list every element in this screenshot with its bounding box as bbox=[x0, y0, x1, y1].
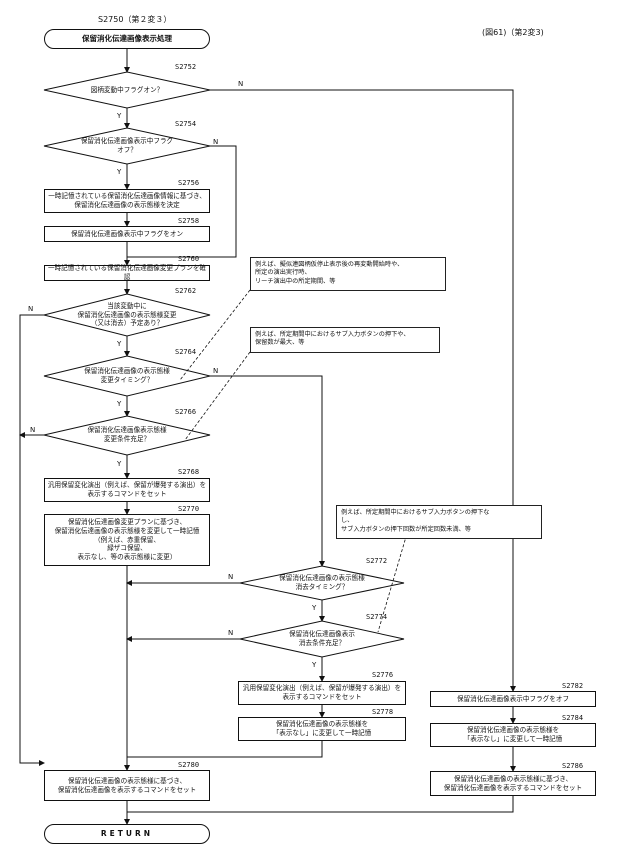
step-label: S2782 bbox=[562, 682, 583, 690]
decision-s2754: 保留消化伝達画像表示中フラグ オフ？ bbox=[60, 136, 194, 156]
step-label: S2786 bbox=[562, 762, 583, 770]
process-s2786: 保留消化伝達画像の表示態様に基づき、 保留消化伝達画像を表示するコマンドをセット bbox=[430, 771, 596, 796]
yes-label: Y bbox=[312, 661, 316, 669]
decision-s2766: 保留消化伝達画像表示態様 変更条件充足？ bbox=[60, 425, 194, 445]
decision-s2774: 保留消化伝達画像表示 消去条件充足？ bbox=[256, 629, 388, 649]
step-label: S2758 bbox=[178, 217, 199, 225]
yes-label: Y bbox=[117, 168, 121, 176]
step-label: S2778 bbox=[372, 708, 393, 716]
decision-s2764: 保留消化伝達画像の表示態様 変更タイミング？ bbox=[60, 366, 194, 386]
figure-number: (図61)（第2変3) bbox=[482, 27, 544, 38]
no-label: N bbox=[228, 629, 233, 637]
process-s2780: 保留消化伝達画像の表示態様に基づき、 保留消化伝達画像を表示するコマンドをセット bbox=[44, 770, 210, 801]
yes-label: Y bbox=[312, 604, 316, 612]
step-label: S2752 bbox=[175, 63, 196, 71]
step-label: S2760 bbox=[178, 255, 199, 263]
step-label: S2780 bbox=[178, 761, 199, 769]
no-label: N bbox=[228, 573, 233, 581]
no-label: N bbox=[213, 138, 218, 146]
return-terminal: RETURN bbox=[44, 824, 210, 844]
step-label: S2762 bbox=[175, 287, 196, 295]
no-label: N bbox=[28, 305, 33, 313]
yes-label: Y bbox=[117, 460, 121, 468]
step-label: S2772 bbox=[366, 557, 387, 565]
step-label: S2756 bbox=[178, 179, 199, 187]
step-label: S2766 bbox=[175, 408, 196, 416]
yes-label: Y bbox=[117, 400, 121, 408]
step-label: S2774 bbox=[366, 613, 387, 621]
step-label: S2776 bbox=[372, 671, 393, 679]
note-change-timing-examples: 例えば、擬似連図柄仮停止表示後の再変動開始時や、 所定の演出実行時、 リーチ演出… bbox=[250, 257, 446, 291]
step-label: S2768 bbox=[178, 468, 199, 476]
process-s2770: 保留消化伝達画像変更プランに基づき、 保留消化伝達画像の表示態様を変更して一時記… bbox=[44, 514, 210, 566]
no-label: N bbox=[238, 80, 243, 88]
step-label: S2764 bbox=[175, 348, 196, 356]
step-label: S2770 bbox=[178, 505, 199, 513]
no-label: N bbox=[30, 426, 35, 434]
process-s2784: 保留消化伝達画像の表示態様を 「表示なし」に変更して一時記憶 bbox=[430, 723, 596, 747]
note-erase-condition-examples: 例えば、所定期間中におけるサブ入力ボタンの押下な し、 サブ入力ボタンの押下回数… bbox=[336, 505, 542, 539]
process-s2768: 汎用保留変化演出（例えば、保留が爆発する演出）を 表示するコマンドをセット bbox=[44, 478, 210, 502]
process-s2760: 一時記憶されている保留消化伝達画像変更プランを確認 bbox=[44, 265, 210, 281]
process-s2776: 汎用保留変化演出（例えば、保留が爆発する演出）を 表示するコマンドをセット bbox=[238, 681, 406, 705]
figure-ref-left: S2750（第２変３） bbox=[98, 14, 171, 25]
step-label: S2784 bbox=[562, 714, 583, 722]
process-s2758: 保留消化伝達画像表示中フラグをオン bbox=[44, 226, 210, 242]
step-label: S2754 bbox=[175, 120, 196, 128]
decision-s2772: 保留消化伝達画像の表示態様 消去タイミング？ bbox=[256, 573, 388, 593]
note-change-condition-examples: 例えば、所定期間中におけるサブ入力ボタンの押下や、 保留数が最大、等 bbox=[250, 327, 440, 353]
decision-s2752: 図柄変動中フラグオン？ bbox=[60, 80, 194, 100]
no-label: N bbox=[213, 367, 218, 375]
process-s2782: 保留消化伝達画像表示中フラグをオフ bbox=[430, 691, 596, 707]
yes-label: Y bbox=[117, 340, 121, 348]
process-s2756: 一時記憶されている保留消化伝達画像情報に基づき、 保留消化伝達画像の表示態様を決… bbox=[44, 189, 210, 213]
process-s2778: 保留消化伝達画像の表示態様を 「表示なし」に変更して一時記憶 bbox=[238, 717, 406, 741]
yes-label: Y bbox=[117, 112, 121, 120]
start-terminal: 保留消化伝達画像表示処理 bbox=[44, 29, 210, 49]
decision-s2762: 当該変動中に 保留消化伝達画像の表示態様変更 （又は消去）予定あり？ bbox=[58, 300, 196, 330]
